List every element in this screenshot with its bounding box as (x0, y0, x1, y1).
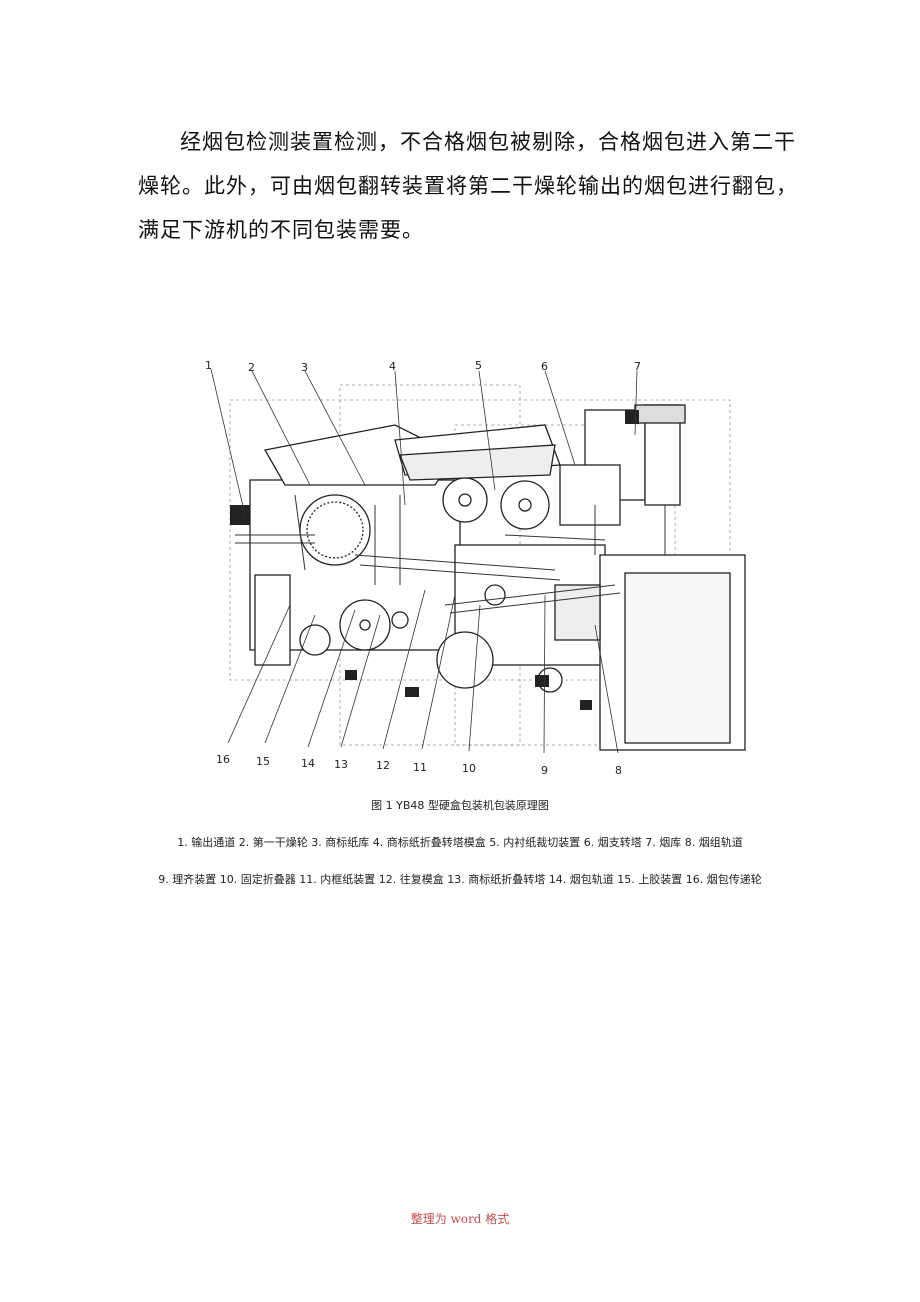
callout-label: 15 (256, 755, 270, 768)
paragraph-line: 燥轮。此外，可由烟包翻转装置将第二干燥轮输出的烟包进行翻包， (138, 174, 798, 198)
callout-label: 3 (301, 361, 308, 374)
paragraph-line: 满足下游机的不同包装需要。 (138, 218, 424, 242)
callout-label: 5 (475, 359, 482, 372)
callout-label: 4 (389, 360, 396, 373)
callout-label: 16 (216, 753, 230, 766)
callout-label: 14 (301, 757, 315, 770)
callout-label: 11 (413, 761, 427, 774)
callout-label: 13 (334, 758, 348, 771)
callout-label: 7 (634, 360, 641, 373)
machine-diagram: 1 2 3 4 5 6 7 16 15 14 13 12 11 10 9 8 (195, 355, 765, 785)
callout-label: 6 (541, 360, 548, 373)
callout-label: 12 (376, 759, 390, 772)
page-footer: 整理为 word 格式 (410, 1212, 510, 1226)
callout-label: 9 (541, 764, 548, 777)
figure-caption: 图 1 YB48 型硬盒包装机包装原理图 (371, 799, 549, 812)
callout-label: 1 (205, 359, 212, 372)
machine-drawing: 1 2 3 4 5 6 7 16 15 14 13 12 11 10 9 8 (205, 359, 746, 777)
figure-legend-line: 9. 理齐装置 10. 固定折叠器 11. 内框纸装置 12. 往复模盒 13.… (158, 873, 762, 886)
figure-legend-line: 1. 输出通道 2. 第一干燥轮 3. 商标纸库 4. 商标纸折叠转塔模盒 5.… (177, 836, 743, 849)
callout-label: 8 (615, 764, 622, 777)
body-paragraph: 经烟包检测装置检测，不合格烟包被剔除，合格烟包进入第二干 燥轮。此外，可由烟包翻… (138, 120, 798, 252)
callout-label: 10 (462, 762, 476, 775)
callout-label: 2 (248, 361, 255, 374)
paragraph-line: 经烟包检测装置检测，不合格烟包被剔除，合格烟包进入第二干 (180, 130, 796, 154)
